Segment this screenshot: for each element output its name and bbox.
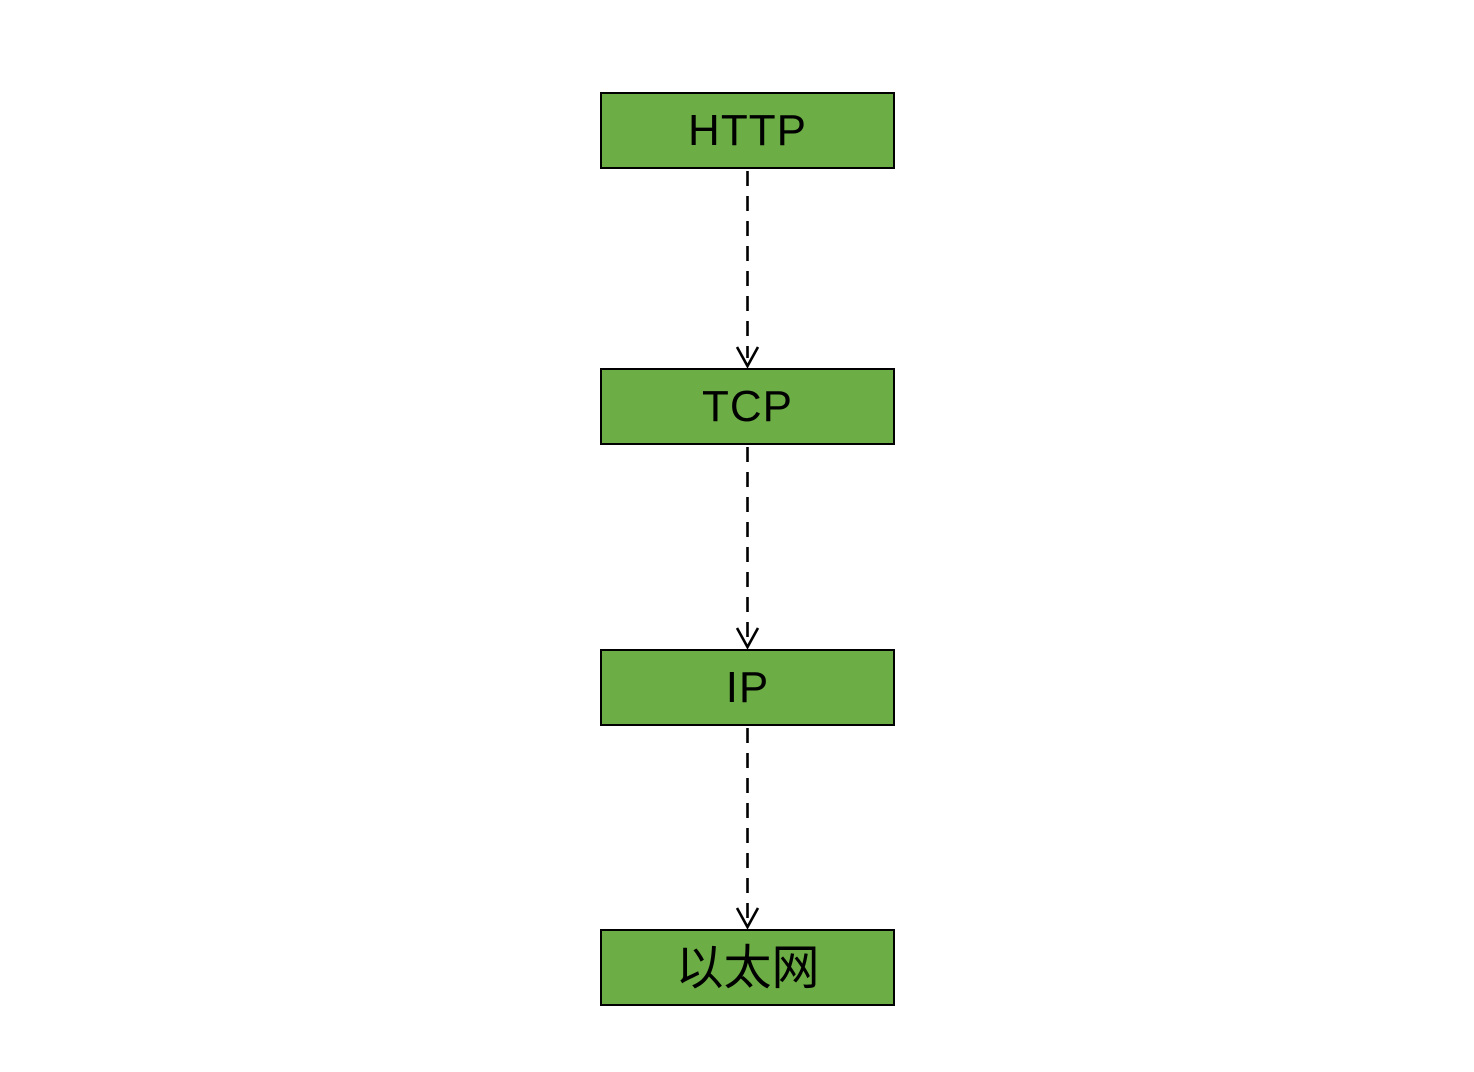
edge-tcp-to-ip [735,447,760,650]
node-ip: IP [600,649,895,726]
edge-ip-to-ethernet [735,728,760,930]
node-tcp: TCP [600,368,895,445]
node-http: HTTP [600,92,895,169]
node-tcp-label: TCP [702,381,793,431]
node-http-label: HTTP [688,105,807,155]
node-ethernet-label: 以太网 [675,939,820,996]
node-ip-label: IP [725,662,770,712]
node-ethernet: 以太网 [600,929,895,1006]
edge-http-to-tcp [735,171,760,369]
